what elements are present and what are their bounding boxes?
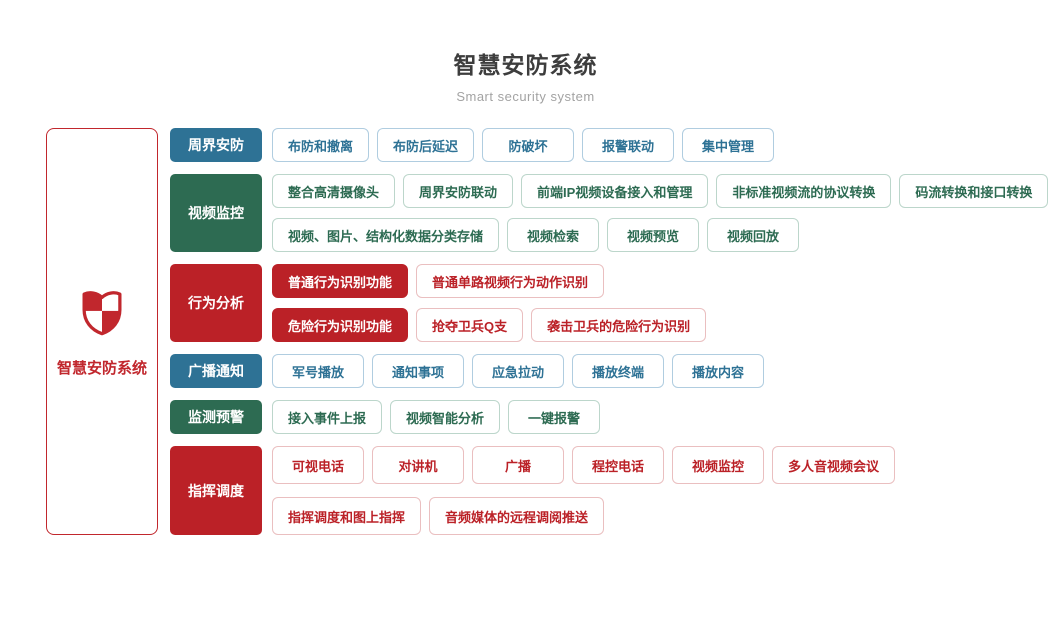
feature-lines-command-dispatch: 可视电话对讲机广播程控电话视频监控多人音视频会议指挥调度和图上指挥音频媒体的远程… [272, 446, 896, 535]
category-row-perimeter-security: 周界安防布防和撤离布防后延迟防破坏报警联动集中管理 [170, 128, 1048, 162]
root-label: 智慧安防系统 [56, 359, 147, 377]
category-label-command-dispatch: 指挥调度 [170, 446, 262, 535]
category-row-broadcast-notice: 广播通知军号播放通知事项应急拉动播放终端播放内容 [170, 354, 1048, 388]
feature-item: 报警联动 [582, 128, 675, 162]
category-rows: 周界安防布防和撤离布防后延迟防破坏报警联动集中管理视频监控整合高清摄像头周界安防… [170, 128, 1049, 535]
category-label-video-surveillance: 视频监控 [170, 174, 262, 252]
feature-item: 多人音视频会议 [772, 446, 896, 484]
feature-line: 危险行为识别功能抢夺卫兵Q支袭击卫兵的危险行为识别 [272, 308, 707, 342]
feature-lines-behavior-analysis: 普通行为识别功能普通单路视频行为动作识别危险行为识别功能抢夺卫兵Q支袭击卫兵的危… [272, 264, 707, 342]
feature-item: 布防后延迟 [377, 128, 475, 162]
feature-item: 集中管理 [682, 128, 775, 162]
feature-line: 军号播放通知事项应急拉动播放终端播放内容 [272, 354, 764, 388]
feature-item: 码流转换和接口转换 [899, 174, 1049, 208]
feature-item: 播放内容 [672, 354, 764, 388]
feature-line: 布防和撤离布防后延迟防破坏报警联动集中管理 [272, 128, 775, 162]
feature-item: 抢夺卫兵Q支 [416, 308, 524, 342]
feature-line: 整合高清摄像头周界安防联动前端IP视频设备接入和管理非标准视频流的协议转换码流转… [272, 174, 1049, 208]
feature-item: 视频预览 [607, 218, 700, 252]
category-row-monitoring-warning: 监测预警接入事件上报视频智能分析一键报警 [170, 400, 1048, 434]
shield-icon [76, 286, 128, 343]
feature-item: 一键报警 [508, 400, 601, 434]
feature-item: 布防和撤离 [272, 128, 370, 162]
feature-lines-monitoring-warning: 接入事件上报视频智能分析一键报警 [272, 400, 601, 434]
feature-item: 视频回放 [707, 218, 800, 252]
feature-item: 视频监控 [672, 446, 764, 484]
feature-item: 前端IP视频设备接入和管理 [521, 174, 709, 208]
feature-item: 可视电话 [272, 446, 364, 484]
category-label-broadcast-notice: 广播通知 [170, 354, 262, 388]
feature-line: 可视电话对讲机广播程控电话视频监控多人音视频会议 [272, 446, 896, 484]
feature-item: 普通单路视频行为动作识别 [416, 264, 605, 298]
feature-line: 接入事件上报视频智能分析一键报警 [272, 400, 601, 434]
feature-item: 视频、图片、结构化数据分类存储 [272, 218, 500, 252]
feature-item: 军号播放 [272, 354, 364, 388]
category-row-behavior-analysis: 行为分析普通行为识别功能普通单路视频行为动作识别危险行为识别功能抢夺卫兵Q支袭击… [170, 264, 1048, 342]
feature-line: 视频、图片、结构化数据分类存储视频检索视频预览视频回放 [272, 218, 1048, 252]
feature-item: 音频媒体的远程调阅推送 [429, 497, 605, 535]
category-label-perimeter-security: 周界安防 [170, 128, 262, 162]
diagram-body: 智慧安防系统 周界安防布防和撤离布防后延迟防破坏报警联动集中管理视频监控整合高清… [46, 128, 1049, 535]
feature-item: 对讲机 [372, 446, 464, 484]
page-subtitle: Smart security system [456, 89, 595, 104]
feature-item: 通知事项 [372, 354, 464, 388]
category-row-video-surveillance: 视频监控整合高清摄像头周界安防联动前端IP视频设备接入和管理非标准视频流的协议转… [170, 174, 1049, 252]
feature-line: 普通行为识别功能普通单路视频行为动作识别 [272, 264, 706, 298]
feature-item: 非标准视频流的协议转换 [716, 174, 892, 208]
feature-item: 指挥调度和图上指挥 [272, 497, 422, 535]
feature-item: 整合高清摄像头 [272, 174, 396, 208]
feature-item: 视频智能分析 [390, 400, 501, 434]
category-row-command-dispatch: 指挥调度可视电话对讲机广播程控电话视频监控多人音视频会议指挥调度和图上指挥音频媒… [170, 446, 1048, 535]
category-label-behavior-analysis: 行为分析 [170, 264, 262, 342]
feature-item: 程控电话 [572, 446, 664, 484]
root-node: 智慧安防系统 [46, 128, 158, 535]
feature-item: 危险行为识别功能 [272, 308, 409, 342]
page-title: 智慧安防系统 [453, 52, 598, 78]
feature-item: 接入事件上报 [272, 400, 383, 434]
header: 智慧安防系统 Smart security system [0, 46, 1051, 104]
feature-line: 指挥调度和图上指挥音频媒体的远程调阅推送 [272, 497, 895, 535]
feature-item: 广播 [472, 446, 564, 484]
feature-lines-broadcast-notice: 军号播放通知事项应急拉动播放终端播放内容 [272, 354, 764, 388]
feature-item: 应急拉动 [472, 354, 564, 388]
feature-item: 播放终端 [572, 354, 664, 388]
feature-lines-video-surveillance: 整合高清摄像头周界安防联动前端IP视频设备接入和管理非标准视频流的协议转换码流转… [272, 174, 1049, 252]
feature-item: 普通行为识别功能 [272, 264, 409, 298]
category-label-monitoring-warning: 监测预警 [170, 400, 262, 434]
feature-item: 周界安防联动 [403, 174, 514, 208]
feature-lines-perimeter-security: 布防和撤离布防后延迟防破坏报警联动集中管理 [272, 128, 775, 162]
feature-item: 视频检索 [507, 218, 600, 252]
feature-item: 防破坏 [482, 128, 575, 162]
feature-item: 袭击卫兵的危险行为识别 [531, 308, 707, 342]
